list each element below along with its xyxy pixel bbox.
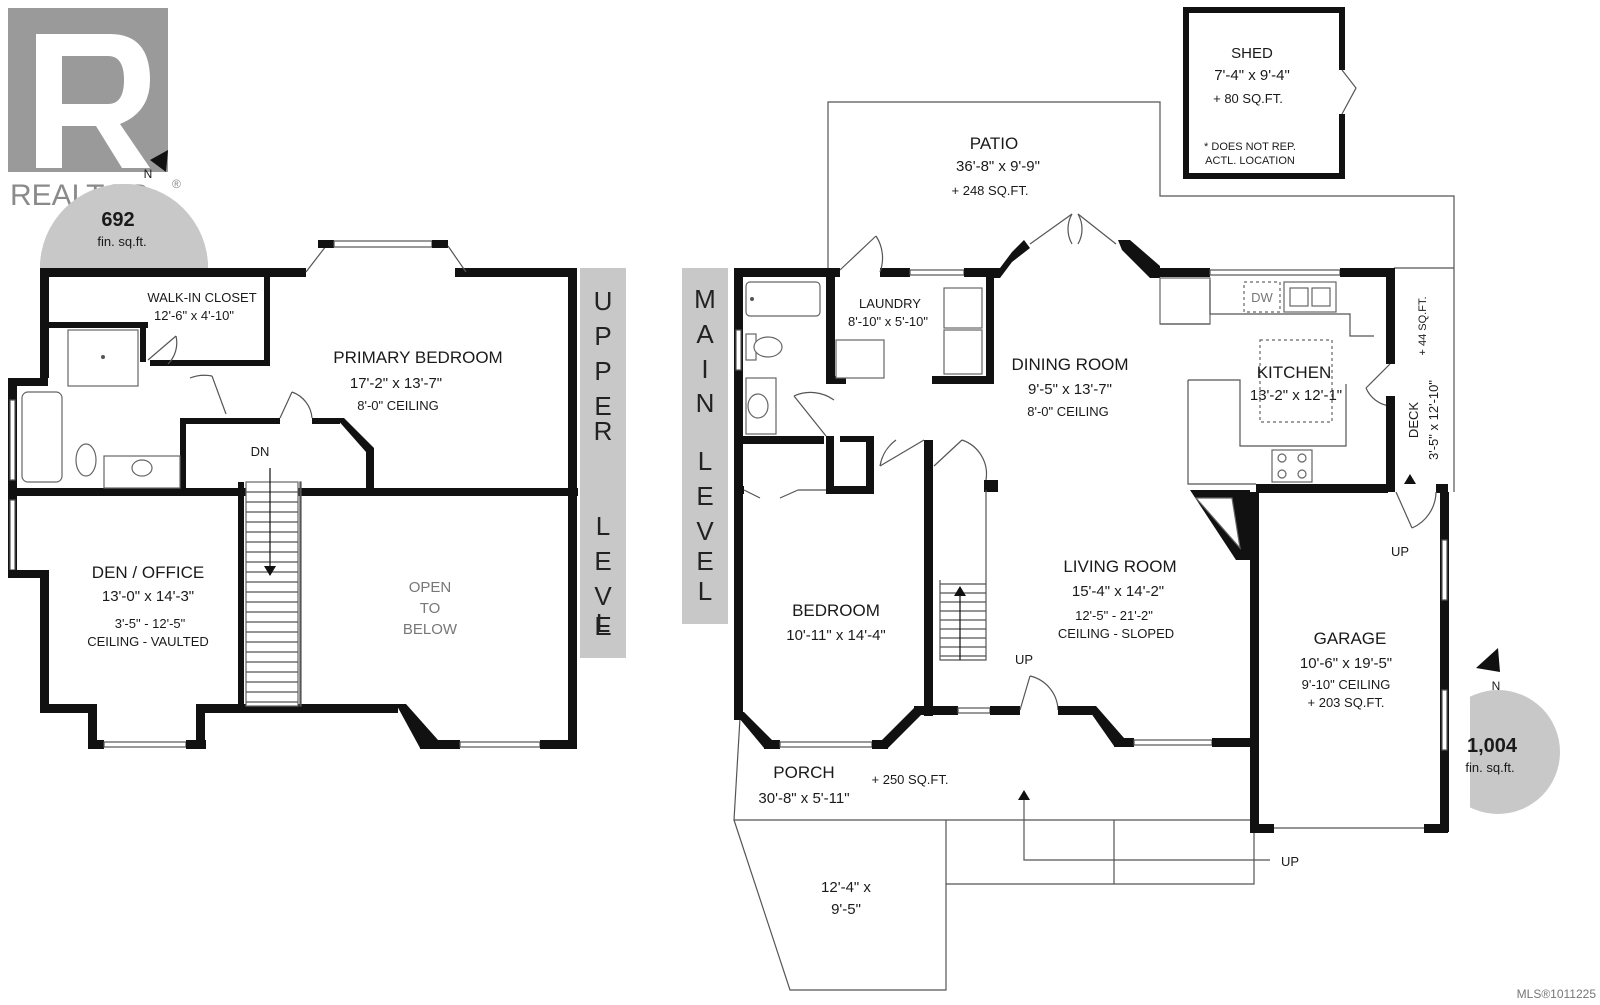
open-to-below-2: TO xyxy=(420,600,441,617)
laundry-name: LAUNDRY xyxy=(859,296,921,311)
main-sqft-value: 1,004 xyxy=(1467,735,1518,757)
svg-text:E: E xyxy=(594,546,611,576)
north-label-upper: N xyxy=(144,167,153,181)
dining-room-name: DINING ROOM xyxy=(1011,355,1128,374)
walkin-closet-dims: 12'-6" x 4'-10" xyxy=(154,308,234,323)
kitchen-dims: 13'-2" x 12'-1" xyxy=(1250,387,1342,404)
up-label-stair: UP xyxy=(1015,652,1033,667)
patio-area: + 248 SQ.FT. xyxy=(952,183,1029,198)
porch-dims: 30'-8" x 5'-11" xyxy=(758,790,849,807)
garage-dims: 10'-6" x 19'-5" xyxy=(1300,655,1392,672)
main-sqft-badge: N 1,004 fin. sq.ft. xyxy=(1465,648,1560,814)
up-label-porch: UP xyxy=(1281,854,1299,869)
svg-text:E: E xyxy=(696,546,713,576)
garage-ceiling: 9'-10" CEILING xyxy=(1302,677,1391,692)
svg-text:R: R xyxy=(594,416,613,446)
upper-fixtures xyxy=(21,329,313,489)
mls-number: MLS®1011225 xyxy=(1517,987,1597,1001)
svg-text:N: N xyxy=(696,388,715,418)
stair-up-arrow-icon xyxy=(954,586,966,596)
shed-note-1: * DOES NOT REP. xyxy=(1204,141,1296,153)
svg-text:I: I xyxy=(701,354,708,384)
stair-dn-label: DN xyxy=(251,444,270,459)
primary-bedroom-name: PRIMARY BEDROOM xyxy=(333,348,502,367)
exterior-outlines xyxy=(733,101,1455,991)
svg-text:U: U xyxy=(594,286,613,316)
svg-text:E: E xyxy=(696,481,713,511)
upper-sqft-value: 692 xyxy=(101,209,134,231)
patio-name: PATIO xyxy=(970,134,1019,153)
primary-bedroom-ceiling: 8'-0" CEILING xyxy=(357,398,439,413)
svg-text:E: E xyxy=(594,611,611,641)
main-stairs xyxy=(939,490,987,661)
upper-sqft-badge: N 692 fin. sq.ft. xyxy=(40,150,208,268)
den-office-ceiling-type: CEILING - VAULTED xyxy=(87,634,209,649)
north-arrow-icon xyxy=(150,150,168,172)
svg-text:P: P xyxy=(594,321,611,351)
garage-area: + 203 SQ.FT. xyxy=(1308,695,1385,710)
dining-room-dims: 9'-5" x 13'-7" xyxy=(1028,381,1112,398)
svg-text:®: ® xyxy=(172,177,181,191)
walkin-closet-name: WALK-IN CLOSET xyxy=(147,290,256,305)
dining-room-ceiling: 8'-0" CEILING xyxy=(1027,404,1109,419)
upper-stairs xyxy=(245,468,299,707)
upper-level-label: U P P E R L E V E L xyxy=(580,268,626,658)
svg-text:L: L xyxy=(596,511,610,541)
porch-area: + 250 SQ.FT. xyxy=(872,772,949,787)
north-arrow-icon-main xyxy=(1476,648,1500,672)
svg-text:V: V xyxy=(696,516,714,546)
deck-dims: 3'-5" x 12'-10" xyxy=(1426,380,1441,460)
svg-text:P: P xyxy=(594,356,611,386)
svg-text:L: L xyxy=(698,446,712,476)
den-office-name: DEN / OFFICE xyxy=(92,563,204,582)
main-sqft-unit: fin. sq.ft. xyxy=(1465,760,1514,775)
open-to-below-1: OPEN xyxy=(409,579,452,596)
bedroom-name: BEDROOM xyxy=(792,601,880,620)
primary-bedroom-dims: 17'-2" x 13'-7" xyxy=(350,375,442,392)
living-room-ceiling-type: CEILING - SLOPED xyxy=(1058,626,1174,641)
laundry-dims: 8'-10" x 5'-10" xyxy=(848,314,928,329)
dishwasher-label: DW xyxy=(1251,290,1273,305)
living-room-ceiling-range: 12'-5" - 21'-2" xyxy=(1075,608,1153,623)
svg-text:M: M xyxy=(694,284,716,314)
bedroom-dims: 10'-11" x 14'-4" xyxy=(786,627,886,644)
shed-name: SHED xyxy=(1231,45,1273,62)
shed-dims: 7'-4" x 9'-4" xyxy=(1214,67,1290,84)
shed-area: + 80 SQ.FT. xyxy=(1213,91,1283,106)
realtor-logo: REALTOR ® xyxy=(0,8,186,216)
kitchen-name: KITCHEN xyxy=(1257,363,1332,382)
living-room-dims: 15'-4" x 14'-2" xyxy=(1072,583,1164,600)
svg-text:V: V xyxy=(594,581,612,611)
svg-text:L: L xyxy=(596,608,610,638)
main-level-label: M A I N L E V E L xyxy=(682,268,728,624)
den-office-dims: 13'-0" x 14'-3" xyxy=(102,588,194,605)
shed-note-2: ACTL. LOCATION xyxy=(1205,155,1295,167)
patio-dims: 36'-8" x 9'-9" xyxy=(956,158,1040,175)
svg-text:E: E xyxy=(594,391,611,421)
north-label-main: N xyxy=(1492,679,1501,693)
deck-area: + 44 SQ.FT. xyxy=(1417,297,1429,356)
up-label-garage: UP xyxy=(1391,544,1409,559)
lower-area-dims-2: 9'-5" xyxy=(831,901,861,918)
svg-text:L: L xyxy=(698,576,712,606)
shed: SHED 7'-4" x 9'-4" + 80 SQ.FT. * DOES NO… xyxy=(1183,7,1357,179)
lower-area-dims-1: 12'-4" x xyxy=(821,879,871,896)
main-fixtures: DW xyxy=(745,277,1374,485)
den-office-ceiling-range: 3'-5" - 12'-5" xyxy=(115,616,186,631)
open-to-below-3: BELOW xyxy=(403,621,458,638)
main-floor-walls xyxy=(734,213,1449,833)
porch-name: PORCH xyxy=(773,763,834,782)
stair-down-arrow-icon xyxy=(264,566,276,576)
deck-name: DECK xyxy=(1406,402,1421,438)
upper-sqft-unit: fin. sq.ft. xyxy=(97,234,146,249)
garage-name: GARAGE xyxy=(1314,629,1387,648)
living-room-name: LIVING ROOM xyxy=(1063,557,1176,576)
svg-text:A: A xyxy=(696,319,714,349)
